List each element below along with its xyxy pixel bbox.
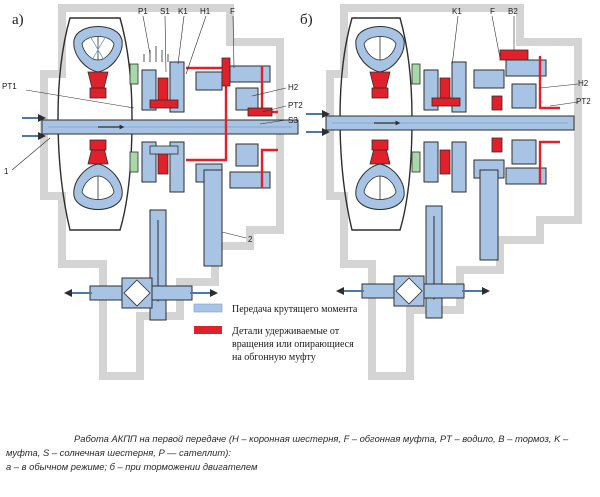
label-a-pt1: PT1 (2, 82, 17, 91)
label-a-2: 2 (248, 235, 253, 244)
panel-b-output-gear (479, 169, 499, 261)
label-b-b2: B2 (508, 7, 518, 16)
panel-a-planetary-set-2 (195, 57, 278, 189)
panel-a-held-path (186, 66, 228, 162)
label-b-k1: K1 (452, 7, 462, 16)
panel-a-planetary-set-1 (141, 46, 185, 193)
panel-a-differential (64, 277, 218, 309)
figure-caption: Работа АКПП на первой передаче (H – коро… (6, 432, 596, 474)
panel-b-seal-upper (411, 63, 421, 85)
panel-a-stator-hub-lower (89, 139, 107, 151)
label-a-h2: H2 (288, 83, 299, 92)
panel-a-housing (40, 4, 284, 380)
label-a-1: 1 (4, 167, 9, 176)
panel-a-torque-converter-upper (73, 26, 123, 73)
panel-b-seal-lower (411, 151, 421, 173)
panel-a-seal-lower (129, 151, 139, 173)
panel-a-stator-hub-upper (89, 87, 107, 99)
panel-b-converter-outline (339, 17, 413, 231)
label-a-pt2: PT2 (288, 101, 303, 110)
legend-torque-text: Передача крутящего момента (232, 304, 358, 315)
panel-b-planetary-set-1 (423, 61, 467, 193)
panel-b-differential (336, 275, 490, 307)
legend-held-text-3: на обгонную муфту (232, 352, 316, 363)
label-a-s3: S3 (288, 116, 298, 125)
panel-a-output-gear (203, 169, 223, 267)
legend-held-swatch (194, 326, 222, 334)
legend-held-text-2: вращения или опирающиеся (232, 339, 354, 350)
panel-b-stator-hub-lower (371, 139, 389, 151)
panel-b-torque-converter-lower (355, 163, 405, 210)
label-a-h1: H1 (200, 7, 211, 16)
caption-line-2: муфта, S – солнечная шестерня, P — сател… (6, 447, 231, 458)
label-b-pt2: PT2 (576, 97, 591, 106)
panel-a-label: а) (12, 12, 24, 28)
panel-b-brake-b2 (499, 49, 529, 61)
label-a-f: F (230, 7, 235, 16)
label-b-f: F (490, 7, 495, 16)
legend-held-text-1: Детали удерживаемые от (232, 326, 340, 337)
panel-b-torque-converter-upper (355, 26, 405, 73)
panel-b-housing (326, 4, 582, 380)
legend: Передача крутящего момента Детали удержи… (193, 303, 358, 363)
panel-b-label: б) (300, 12, 313, 28)
panel-a-torque-converter-lower (73, 163, 123, 210)
panel-a-stator-upper (87, 71, 109, 89)
legend-torque-swatch (193, 303, 223, 313)
label-a-s1: S1 (160, 7, 170, 16)
panel-b-stator-hub-upper (371, 87, 389, 99)
transmission-diagram: а) P1 S1 K1 H1 F PT1 H2 PT2 S3 1 2 (2, 4, 591, 380)
label-b-h2: H2 (578, 79, 589, 88)
label-a-k1: K1 (178, 7, 188, 16)
caption-line-1: Работа АКПП на первой передаче (H – коро… (74, 433, 569, 444)
caption-line-3: а – в обычном режиме; б – при торможении… (6, 461, 258, 472)
panel-a-diagram: а) P1 S1 K1 H1 F PT1 H2 PT2 S3 1 2 (2, 4, 303, 380)
panel-a-seal-upper (129, 63, 139, 85)
panel-b-diagram: б) K1 F B2 H2 PT2 (300, 4, 591, 380)
label-a-p1: P1 (138, 7, 148, 16)
panel-b-stator-upper (369, 71, 391, 89)
